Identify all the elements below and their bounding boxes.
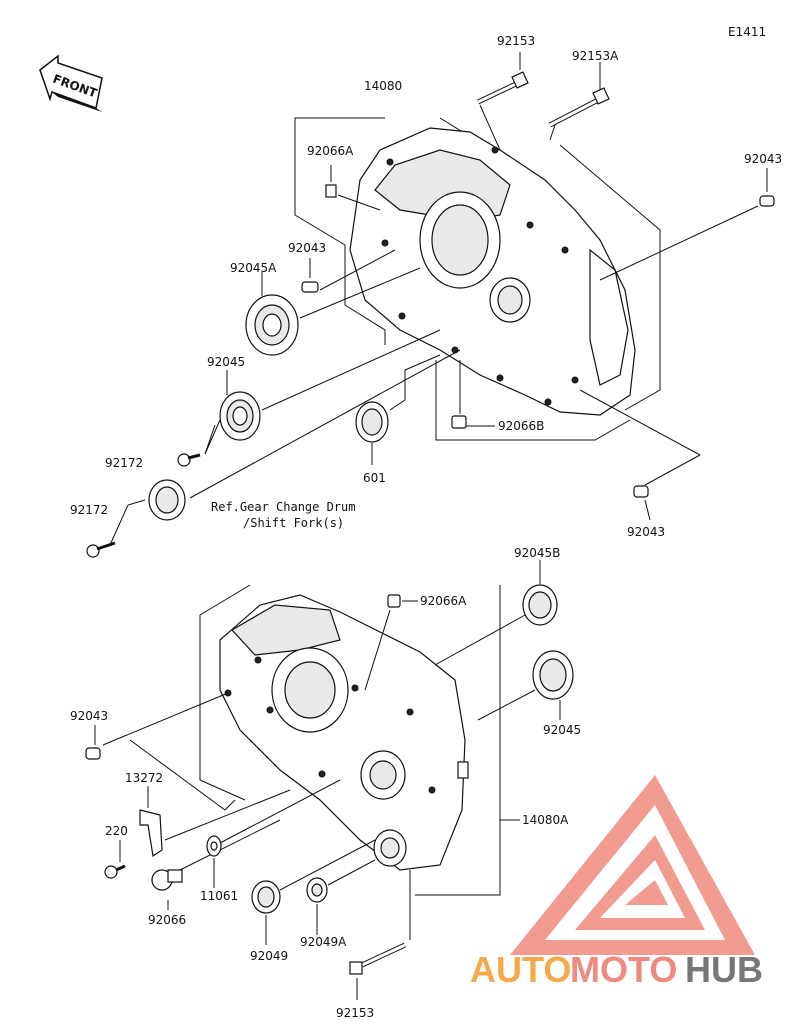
label-220: 220 — [105, 824, 128, 838]
upper-crankcase-14080 — [294, 117, 661, 441]
label-92066A-bottom: 92066A — [420, 594, 467, 608]
label-13272: 13272 — [125, 771, 163, 785]
automotohub-watermark-logo — [510, 775, 755, 955]
label-92045A: 92045A — [230, 261, 277, 275]
dowel-92043-mid — [301, 281, 319, 293]
label-92043-right: 92043 — [744, 152, 782, 166]
label-92043-mid: 92043 — [288, 241, 326, 255]
label-92172-a: 92172 — [105, 456, 143, 470]
dowel-92043-left — [85, 747, 101, 760]
label-92049A: 92049A — [300, 935, 347, 949]
label-92045-left: 92045 — [207, 355, 245, 369]
oil-seal-92049 — [251, 880, 281, 914]
bolt-92172-a — [177, 453, 201, 467]
drain-plug-92066 — [151, 869, 183, 891]
bracket-13272 — [139, 809, 163, 858]
label-92066A-top: 92066A — [307, 144, 354, 158]
automotohub-watermark-text: AUTO MOTO HUB — [470, 949, 763, 990]
label-92153A: 92153A — [572, 49, 619, 63]
label-14080: 14080 — [364, 79, 402, 93]
watermark-word-hub: HUB — [685, 949, 763, 990]
label-11061: 11061 — [200, 889, 238, 903]
oil-seal-92049A — [306, 877, 328, 903]
bearing-92045-right — [532, 650, 574, 700]
bearing-92045A — [245, 294, 299, 356]
label-92172-b: 92172 — [70, 503, 108, 517]
label-92066B: 92066B — [498, 419, 544, 433]
bolt-92153-top — [476, 71, 529, 105]
bearing-ref-gear-drum — [148, 479, 186, 521]
label-92066: 92066 — [148, 913, 186, 927]
label-92153-bottom: 92153 — [336, 1006, 374, 1020]
watermark-word-auto: AUTO — [470, 949, 571, 990]
ref-note-line1: Ref.Gear Change Drum — [211, 500, 356, 514]
label-14080A: 14080A — [522, 813, 569, 827]
dowel-92066A-bottom — [387, 594, 401, 608]
bearing-92045B — [522, 584, 558, 626]
diagram-code: E1411 — [728, 25, 766, 39]
bolt-92172-b — [86, 541, 116, 558]
label-601: 601 — [363, 471, 386, 485]
dowel-92066A-top — [325, 184, 337, 198]
label-92043-lowright: 92043 — [627, 525, 665, 539]
label-92045B: 92045B — [514, 546, 560, 560]
lower-crankcase-14080A — [199, 584, 501, 896]
dowel-92043-lowright — [633, 485, 649, 498]
label-92043-left: 92043 — [70, 709, 108, 723]
front-arrow-icon: FRONT — [39, 54, 103, 112]
bolt-220 — [104, 864, 126, 879]
washer-11061 — [206, 835, 222, 857]
label-92153-top: 92153 — [497, 34, 535, 48]
dowel-92043-right — [759, 195, 775, 207]
label-92049: 92049 — [250, 949, 288, 963]
bolt-92153A — [548, 87, 610, 128]
bearing-92045-left — [219, 391, 261, 441]
bearing-601 — [355, 401, 389, 443]
label-92045-right: 92045 — [543, 723, 581, 737]
dowel-92066B — [451, 415, 467, 429]
ref-note-line2: /Shift Fork(s) — [243, 516, 344, 530]
watermark-word-moto: MOTO — [570, 949, 677, 990]
bolt-92153-bottom — [349, 942, 407, 975]
